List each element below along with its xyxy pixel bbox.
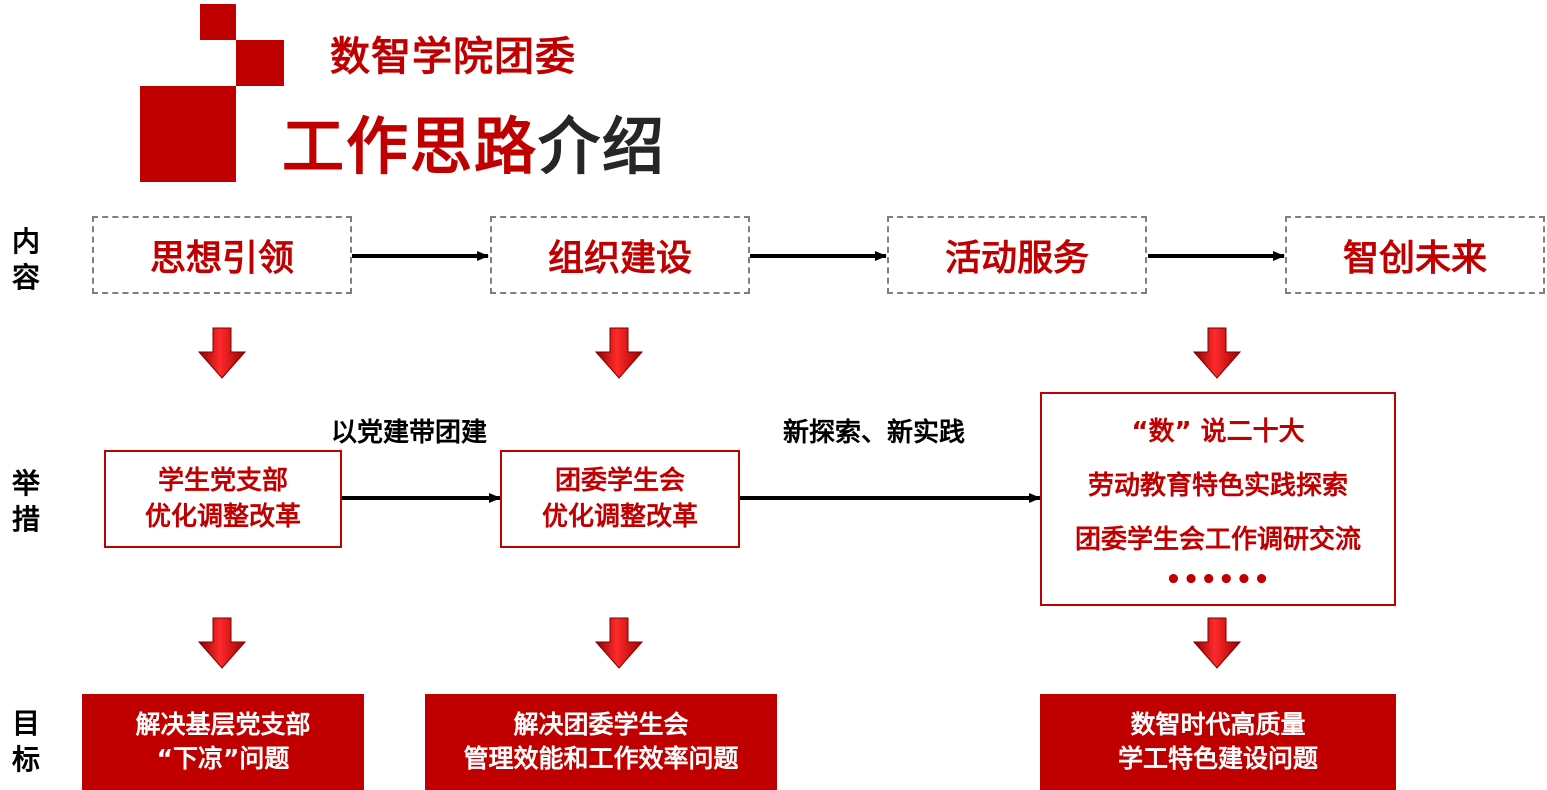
content-box-ideological-guidance: 思想引领 (92, 216, 352, 294)
row-label-goals-char: 目 (11, 707, 40, 740)
measure-box-line: “数” 说二十大 (1131, 417, 1305, 447)
measure-box-line: 优化调整改革 (144, 502, 301, 532)
goal-box-line: 解决团委学生会 (513, 710, 689, 739)
down-arrow-icon (197, 617, 247, 669)
measure-box-ellipsis: •••••• (1165, 565, 1271, 595)
row-label-content-char: 内 (11, 225, 40, 258)
content-box-smart-future: 智创未来 (1285, 216, 1545, 294)
measure-box-party-branch: 学生党支部 优化调整改革 (104, 450, 342, 548)
goal-box-party-branch: 解决基层党支部 “下凉”问题 (82, 694, 364, 790)
content-box-activity-service: 活动服务 (887, 216, 1147, 294)
down-arrow-icon (1192, 327, 1242, 379)
measure-box-line: 团委学生会工作调研交流 (1074, 525, 1361, 555)
row-label-content-char: 容 (11, 261, 40, 294)
measure-box-youth-league: 团委学生会 优化调整改革 (500, 450, 740, 548)
goal-box-line: 数智时代高质量 (1130, 710, 1306, 739)
row-label-goals-char: 标 (11, 743, 40, 776)
down-arrow-icon (594, 617, 644, 669)
down-arrow-icon (1192, 617, 1242, 669)
down-arrow-icon (594, 327, 644, 379)
row-label-goals: 目 标 (8, 706, 44, 778)
goal-box-line: 解决基层党支部 (135, 710, 311, 739)
goal-box-smart-era: 数智时代高质量 学工特色建设问题 (1040, 694, 1396, 790)
down-arrow-icon (197, 327, 247, 379)
row-label-content: 内 容 (8, 224, 44, 296)
edge-label-new-exploration: 新探索、新实践 (783, 418, 966, 448)
goal-box-youth-league: 解决团委学生会 管理效能和工作效率问题 (425, 694, 777, 790)
logo-square-middle (236, 40, 284, 86)
goal-box-line: “下凉”问题 (156, 744, 290, 773)
measure-box-line: 学生党支部 (157, 466, 288, 496)
row-label-measures-char: 措 (11, 503, 40, 536)
content-box-organization-building: 组织建设 (490, 216, 750, 294)
edge-label-party-building: 以党建带团建 (331, 418, 488, 448)
measure-box-line: 劳动教育特色实践探索 (1087, 471, 1348, 501)
row-label-measures: 举 措 (8, 466, 44, 538)
goal-box-line: 管理效能和工作效率问题 (463, 744, 739, 773)
logo-square-top (200, 4, 236, 40)
row-label-measures-char: 举 (11, 467, 40, 500)
page-title-red: 工作思路 (282, 110, 539, 183)
page-subtitle: 数智学院团委 (330, 34, 576, 80)
logo-square-large (140, 86, 236, 182)
measure-box-activities: “数” 说二十大 劳动教育特色实践探索 团委学生会工作调研交流 •••••• (1040, 392, 1396, 606)
measure-box-line: 优化调整改革 (541, 502, 698, 532)
page-title: 工作思路介绍 (282, 96, 666, 186)
goal-box-line: 学工特色建设问题 (1117, 744, 1318, 773)
page-title-dark: 介绍 (538, 110, 667, 183)
measure-box-line: 团委学生会 (554, 466, 685, 496)
